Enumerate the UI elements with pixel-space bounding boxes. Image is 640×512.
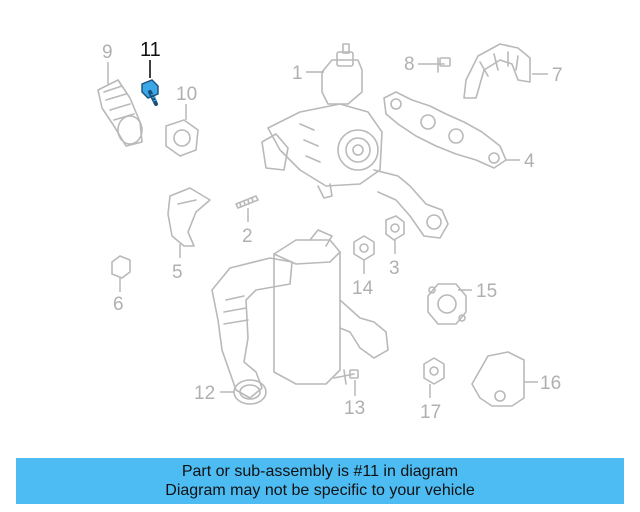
part-13-bolt[interactable] [333, 369, 359, 385]
part-2-stud[interactable] [235, 195, 259, 209]
callout-12: 12 [194, 383, 234, 404]
banner-line-disclaimer: Diagram may not be specific to your vehi… [165, 482, 475, 499]
callout-17-label: 17 [420, 402, 441, 423]
part-1-turbocharger[interactable] [261, 43, 449, 239]
callout-14-label: 14 [352, 278, 374, 299]
part-5-bracket[interactable] [167, 187, 211, 247]
callout-1: 1 [292, 63, 324, 84]
callout-4-label: 4 [524, 151, 535, 172]
part-16-bracket[interactable] [471, 351, 525, 407]
callout-9-label: 9 [102, 42, 113, 63]
callout-10: 10 [176, 84, 197, 120]
callout-9: 9 [102, 42, 113, 84]
callout-6: 6 [113, 278, 124, 315]
banner-line-part-number: Part or sub-assembly is #11 in diagram [181, 463, 459, 480]
callout-8-label: 8 [404, 54, 415, 75]
part-10-gasket[interactable] [165, 119, 199, 157]
callout-13-label: 13 [344, 398, 365, 419]
part-17-nut[interactable] [423, 357, 445, 385]
callout-11: 11 [140, 39, 161, 78]
part-7-heat-shield[interactable] [463, 43, 531, 99]
part-11-bolt[interactable] [141, 79, 159, 106]
callout-16-label: 16 [540, 373, 561, 394]
callout-15-label: 15 [476, 281, 497, 302]
callout-1-label: 1 [292, 63, 303, 84]
part-8-bolt[interactable] [431, 57, 451, 73]
callout-8: 8 [404, 54, 432, 75]
callout-4: 4 [506, 151, 535, 172]
callout-6-label: 6 [113, 294, 124, 315]
callout-16: 16 [524, 373, 561, 394]
callout-13: 13 [344, 380, 365, 419]
callout-2: 2 [242, 208, 253, 247]
part-3-nut[interactable] [385, 215, 405, 241]
callout-7: 7 [532, 65, 563, 86]
callout-3-label: 3 [389, 258, 400, 279]
callout-2-label: 2 [242, 226, 253, 247]
part-catalytic-converter[interactable] [273, 229, 389, 385]
parts-diagram: 1 2 3 4 5 [97, 39, 563, 423]
part-12-pipe[interactable] [211, 257, 293, 405]
info-banner: Part or sub-assembly is #11 in diagram D… [16, 458, 624, 504]
callout-10-label: 10 [176, 84, 197, 105]
part-6-nut[interactable] [111, 255, 131, 279]
callout-5: 5 [172, 244, 183, 283]
part-14-nut[interactable] [353, 235, 375, 261]
callout-11-label: 11 [140, 39, 161, 61]
callout-12-label: 12 [194, 383, 215, 404]
part-15-flange-gasket[interactable] [427, 283, 467, 325]
callout-7-label: 7 [552, 65, 563, 86]
callout-15: 15 [458, 281, 497, 302]
callout-3: 3 [389, 240, 400, 279]
callout-17: 17 [420, 384, 441, 423]
part-4-manifold-gasket[interactable] [383, 91, 507, 169]
callout-5-label: 5 [172, 262, 183, 283]
part-9-hose[interactable] [97, 79, 143, 147]
callout-14: 14 [352, 260, 374, 299]
